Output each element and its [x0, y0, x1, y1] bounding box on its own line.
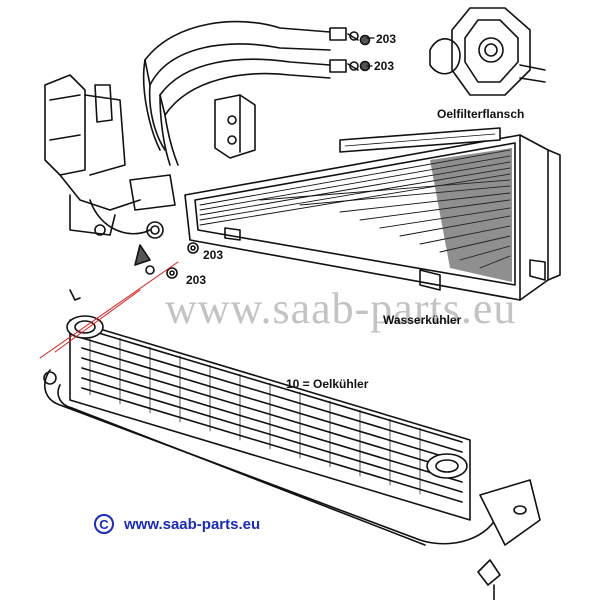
copyright-url[interactable]: www.saab-parts.eu [124, 515, 261, 533]
hose-assembly-drawing [142, 20, 371, 166]
part-label-203-lower-hose: 203 [374, 59, 395, 73]
adaptor-block-drawing [214, 94, 256, 159]
part-203-leaders [366, 37, 375, 67]
water-radiator-label: Wasserkühler [383, 313, 462, 327]
water-radiator-drawing [184, 127, 561, 301]
part-label-203-upper-hose: 203 [376, 32, 397, 46]
oil-filter-flange-drawing [429, 7, 546, 96]
oil-cooler-label: 10 = Oelkühler [286, 377, 369, 391]
oil-filter-flange-label: Oelfilterflansch [437, 107, 525, 121]
copyright-icon: C [94, 514, 114, 534]
fastener-washers-drawing [166, 242, 199, 279]
copyright-notice: C www.saab-parts.eu [94, 514, 260, 534]
engine-mount-drawing [44, 74, 176, 275]
oil-cooler-drawing [43, 289, 541, 601]
watermark: www.saab-parts.eu [165, 284, 517, 333]
part-label-203-upper-washer: 203 [203, 248, 224, 262]
leader-lines [39, 261, 179, 359]
part-label-203-lower-washer: 203 [186, 273, 207, 287]
